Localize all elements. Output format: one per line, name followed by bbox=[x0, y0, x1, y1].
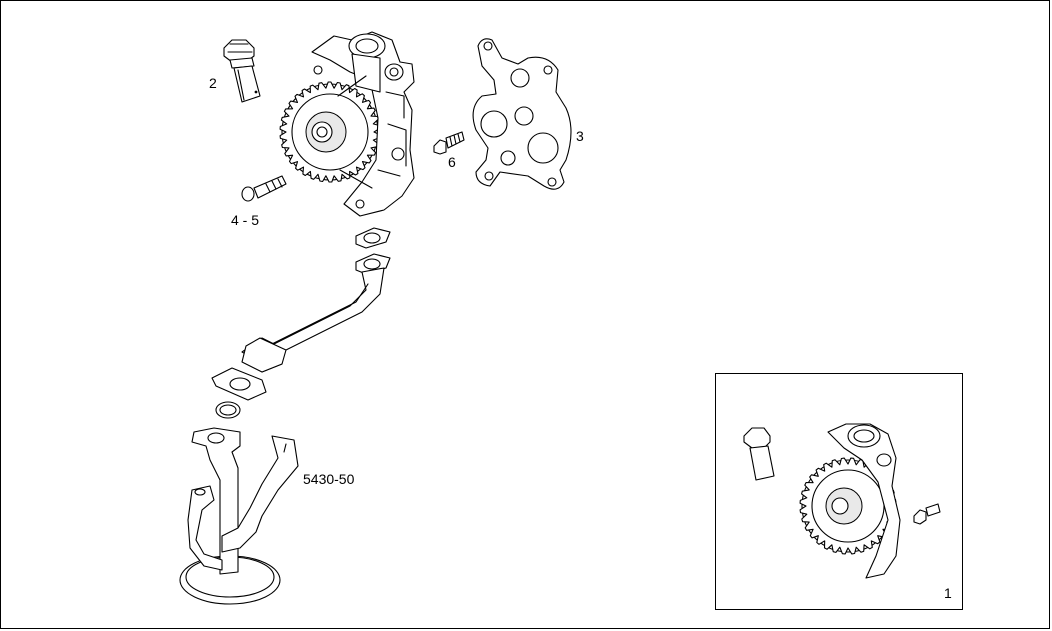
callout-oil-filler-plug: 2 bbox=[209, 75, 217, 91]
suction-strainer-part bbox=[179, 427, 299, 605]
short-bolt-part bbox=[433, 131, 465, 155]
pipe-flange-gaskets bbox=[355, 227, 391, 275]
callout-pump-bolt-long: 4 - 5 bbox=[231, 212, 260, 228]
suction-pipe-part bbox=[211, 267, 385, 419]
callout-inset-assembly: 1 bbox=[944, 585, 952, 601]
oil-filler-plug-part bbox=[223, 39, 261, 103]
oil-pump-assembly bbox=[279, 31, 415, 217]
inset-frame bbox=[715, 373, 963, 610]
callout-gasket: 3 bbox=[576, 128, 584, 144]
long-bolt-part bbox=[241, 175, 287, 202]
gasket-part bbox=[472, 38, 572, 190]
callout-suction-pipe: 5430-50 bbox=[303, 471, 355, 487]
callout-pump-bolt-short: 6 bbox=[448, 154, 456, 170]
inset-pump-assembly bbox=[743, 423, 941, 579]
